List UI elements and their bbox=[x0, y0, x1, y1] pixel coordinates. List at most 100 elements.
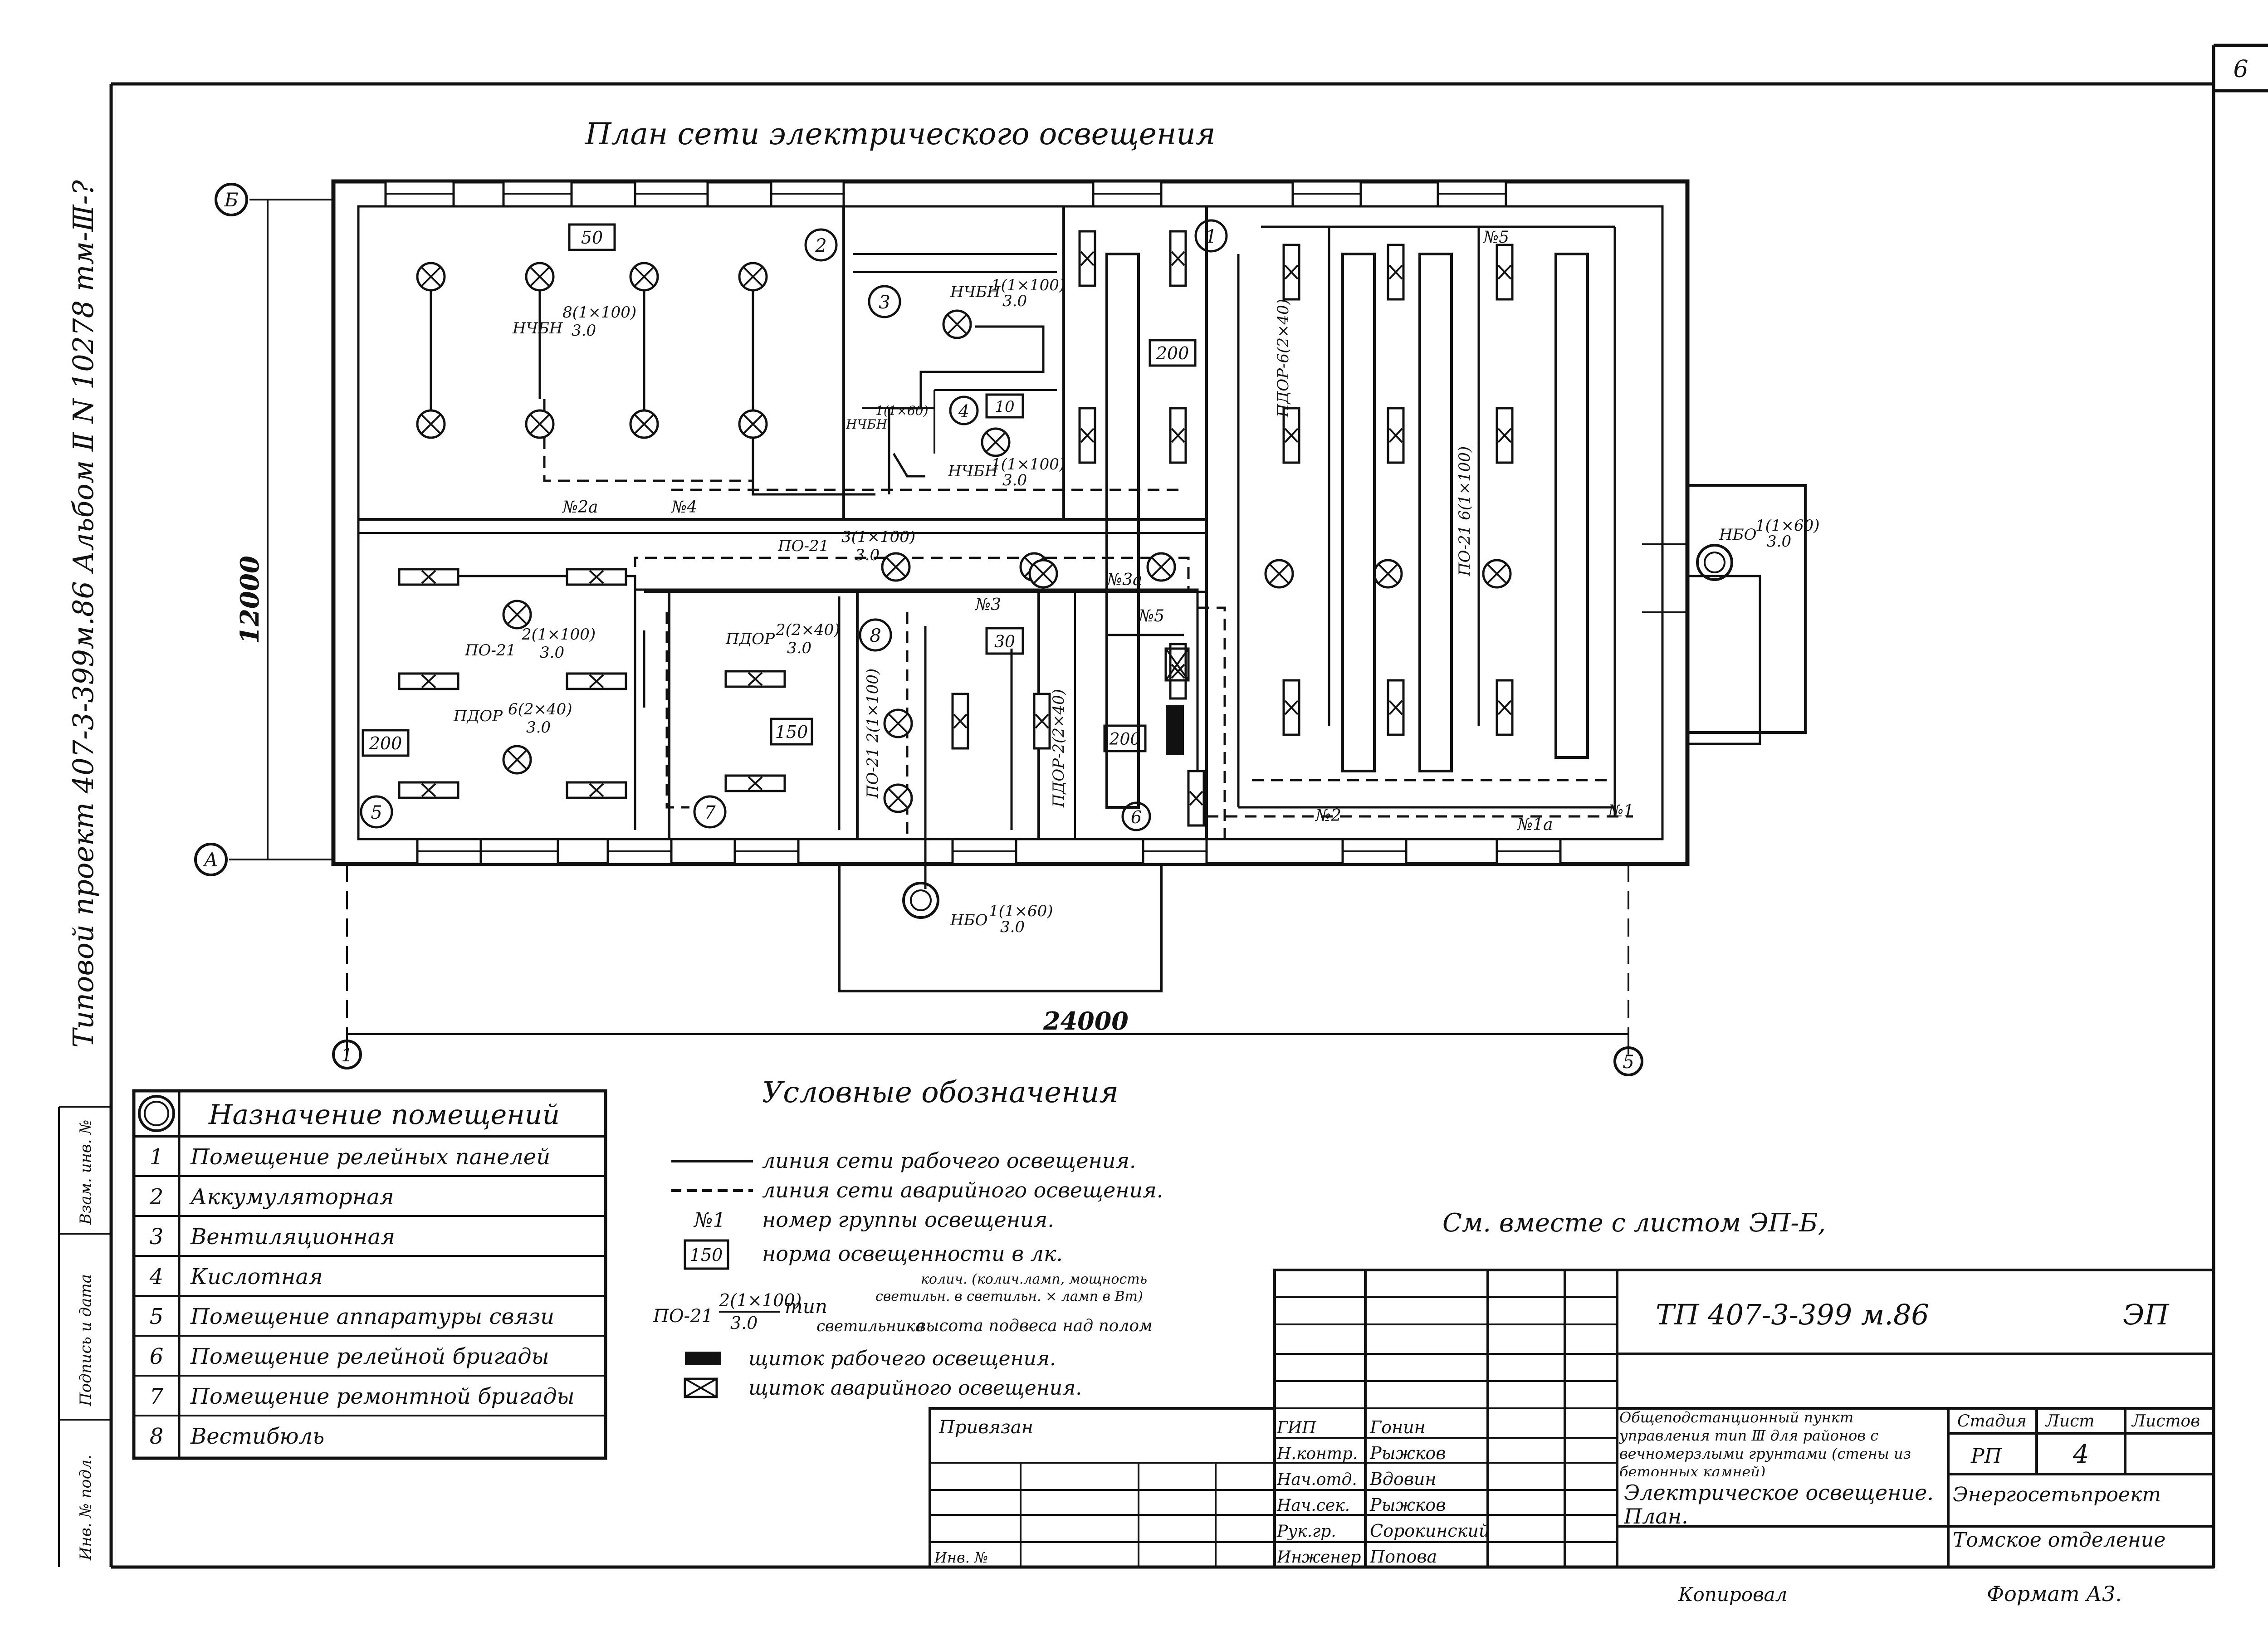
group-5-top: №5 bbox=[1482, 228, 1509, 247]
label-pdor-b: ПДОР bbox=[725, 630, 775, 648]
fluorescent-fixture bbox=[1187, 770, 1205, 827]
org-branch: Томское отделение bbox=[1953, 1529, 2165, 1552]
stage-header: Стадия bbox=[1957, 1412, 2027, 1431]
axis-1-label: 1 bbox=[341, 1045, 352, 1066]
incandescent-lamp bbox=[502, 600, 532, 630]
fluorescent-fixture bbox=[566, 781, 627, 799]
label-nchbn-a: НЧБН bbox=[512, 319, 563, 337]
label-pdor-vertical: ПДОР-6(2×40) bbox=[1274, 299, 1292, 418]
room-number-3: 3 bbox=[868, 285, 901, 318]
svg-text:5: 5 bbox=[371, 802, 382, 823]
fluorescent-fixture bbox=[1033, 693, 1051, 750]
room-row-name: Вентиляционная bbox=[190, 1224, 395, 1250]
label-po21-b-frac: 2(1×100) bbox=[521, 625, 596, 644]
room-row-number: 2 bbox=[149, 1184, 164, 1210]
room-row-name: Помещение релейных панелей bbox=[190, 1144, 550, 1170]
incandescent-lamp bbox=[883, 708, 913, 738]
panel-row bbox=[1554, 253, 1589, 759]
incandescent-lamp bbox=[416, 262, 446, 292]
panel-row bbox=[1341, 253, 1376, 772]
dimension-width: 24000 bbox=[1043, 1006, 1129, 1035]
legend-fixture-type: ПО-21 bbox=[653, 1306, 713, 1327]
fluorescent-fixture bbox=[1496, 407, 1514, 464]
fluorescent-fixture bbox=[566, 672, 627, 690]
lux-50: 50 bbox=[581, 228, 603, 248]
label-nbo-a-frac: 1(1×60) bbox=[989, 902, 1053, 920]
label-pdor-a: ПДОР bbox=[453, 707, 503, 725]
fluorescent-fixture bbox=[1387, 244, 1405, 301]
title-block-grid bbox=[929, 1269, 2215, 1568]
axis-a-bubble bbox=[194, 843, 228, 876]
incandescent-lamps bbox=[416, 262, 1512, 813]
fluorescent-fixture bbox=[1282, 244, 1300, 301]
svg-text:2: 2 bbox=[815, 235, 826, 256]
windows bbox=[384, 180, 1562, 865]
fluorescent-fixture bbox=[398, 672, 459, 690]
incandescent-lamp bbox=[416, 409, 446, 439]
legend-fixture-den: 3.0 bbox=[730, 1313, 758, 1333]
room-row-name: Вестибюль bbox=[190, 1424, 324, 1449]
label-po21-vertical: ПО-21 6(1×100) bbox=[1456, 446, 1474, 576]
fluorescent-fixture bbox=[1496, 244, 1514, 301]
legend-emerg-panel-icon bbox=[684, 1377, 718, 1398]
incandescent-lamp bbox=[1028, 559, 1058, 589]
fluorescent-fixture bbox=[398, 568, 459, 586]
label-nchbn-d-den: 3.0 bbox=[1002, 471, 1027, 489]
org-name: Энергосетьпроект bbox=[1953, 1483, 2161, 1506]
signatory-role: Нач.сек. bbox=[1276, 1496, 1350, 1515]
label-nchbn-a-den: 3.0 bbox=[572, 322, 596, 340]
signatory-name: Рыжков bbox=[1369, 1443, 1446, 1463]
lux-30: 30 bbox=[994, 633, 1015, 651]
label-pdor-a-frac: 6(2×40) bbox=[508, 700, 572, 718]
label-nchbn-d: НЧБН bbox=[948, 462, 999, 480]
room-row-name: Помещение ремонтной бригады bbox=[190, 1384, 575, 1409]
lux-200-room6: 200 bbox=[1109, 730, 1141, 749]
fluorescent-fixture bbox=[1169, 230, 1187, 287]
fluorescent-fixture bbox=[566, 568, 627, 586]
legend-lux-sample: 150 bbox=[690, 1245, 723, 1265]
panel-row bbox=[1105, 253, 1140, 809]
building-outline bbox=[331, 179, 1807, 992]
fluorescent-fixture bbox=[1496, 679, 1514, 736]
room-row-number: 4 bbox=[149, 1264, 164, 1289]
legend-title: Условные обозначения bbox=[762, 1076, 1119, 1109]
copied-label: Копировал bbox=[1678, 1583, 1787, 1606]
group-numbers: №2а №4 №5 №3а №3 №5 №2 №1а №1 bbox=[562, 228, 1634, 834]
legend-work-panel-icon bbox=[685, 1352, 721, 1365]
signatory-name: Гонин bbox=[1369, 1417, 1426, 1437]
dimension-lines bbox=[229, 199, 1629, 1055]
svg-text:8: 8 bbox=[870, 625, 881, 646]
room-circle-icon bbox=[138, 1095, 175, 1132]
legend-emerg-panel: щиток аварийного освещения. bbox=[748, 1377, 1082, 1400]
room-row-name: Кислотная bbox=[190, 1264, 323, 1289]
room-table-header: Назначение помещений bbox=[208, 1099, 560, 1131]
room-row-number: 1 bbox=[150, 1144, 164, 1170]
incandescent-lamp bbox=[629, 262, 659, 292]
incandescent-lamp bbox=[502, 745, 532, 775]
svg-text:3: 3 bbox=[879, 292, 890, 313]
svg-text:7: 7 bbox=[704, 802, 716, 823]
fluorescent-fixture bbox=[1078, 407, 1096, 464]
legend-group-sample: №1 bbox=[693, 1209, 726, 1232]
emergency-lighting-panel bbox=[1164, 647, 1190, 682]
fluorescent-fixture bbox=[1282, 679, 1300, 736]
dimension-height: 12000 bbox=[235, 556, 265, 644]
incandescent-lamp bbox=[1373, 559, 1403, 589]
label-nbo-b-frac: 1(1×60) bbox=[1755, 517, 1820, 535]
label-po21-b: ПО-21 bbox=[464, 641, 516, 659]
room-row-number: 7 bbox=[150, 1384, 164, 1409]
drawing-mark: ЭП bbox=[2123, 1298, 2170, 1331]
label-nbo-b-den: 3.0 bbox=[1767, 532, 1791, 551]
object-text: Общеподстанционный пункт управления тип … bbox=[1619, 1409, 1911, 1476]
panel-row bbox=[1418, 253, 1453, 772]
axis-5-label: 5 bbox=[1623, 1052, 1634, 1073]
entrance-lamp-south bbox=[902, 882, 939, 919]
svg-text:6: 6 bbox=[1131, 807, 1142, 827]
emergency-lighting-lines bbox=[543, 399, 1633, 844]
incandescent-lamp bbox=[629, 409, 659, 439]
entrance-lamp-east-inner bbox=[1704, 552, 1725, 573]
group-2: №2 bbox=[1315, 806, 1341, 825]
